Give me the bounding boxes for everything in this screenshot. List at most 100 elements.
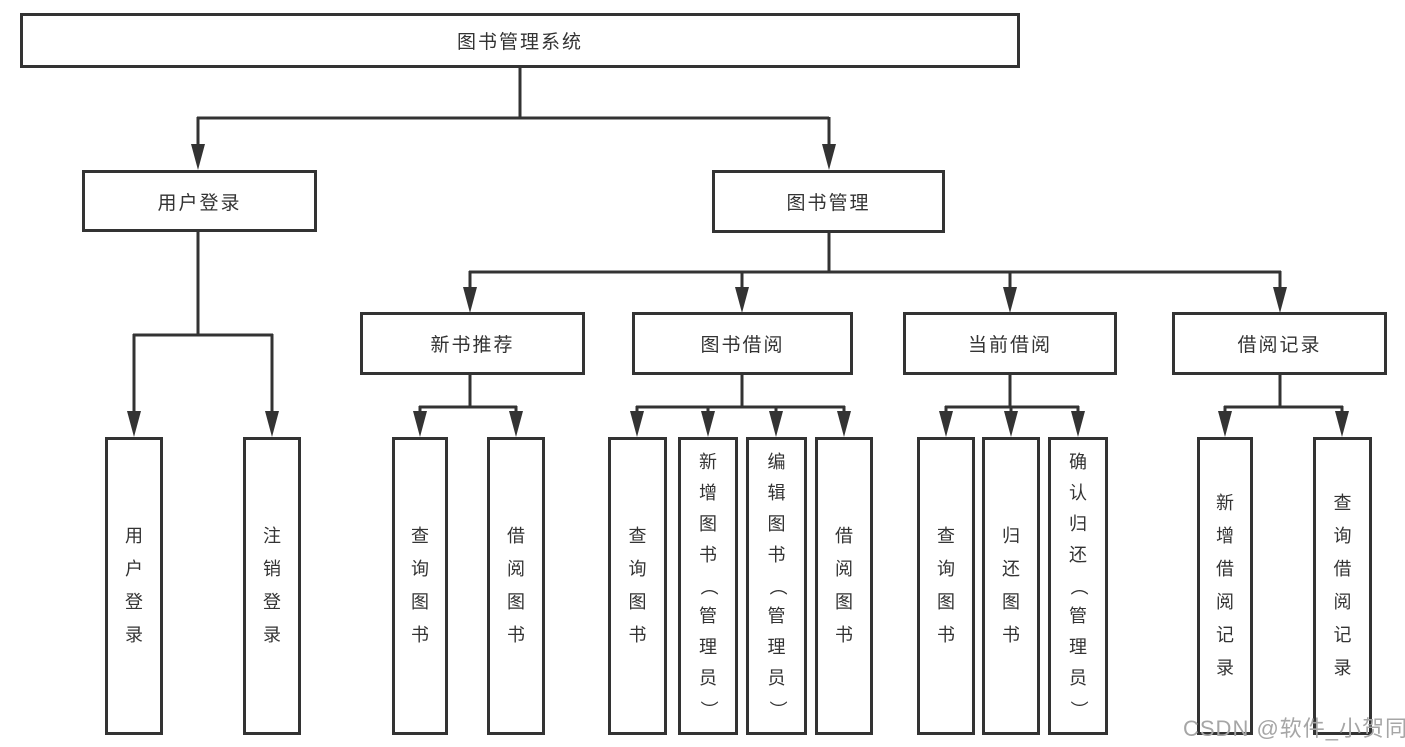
vertical-char: 查 [1333,493,1352,514]
vertical-char: 书 [767,544,786,565]
vertical-char: 书 [507,624,525,645]
vertical-char: 书 [628,624,647,645]
node-current-borrow: 当前借阅 [903,312,1117,375]
vertical-char: 书 [699,544,717,565]
vertical-char: 询 [628,559,647,580]
vertical-char: 记 [1333,624,1352,645]
vertical-char: ） [766,700,787,719]
vertical-char: 注 [263,526,281,547]
vertical-char: 阅 [507,559,525,580]
vertical-char: 新 [699,451,717,472]
leaf-query-books-borrow: 查询图书 [608,437,667,735]
vertical-char: 员 [1069,668,1087,689]
node-label: 新书推荐 [430,335,515,356]
vertical-char: 询 [411,559,429,580]
vertical-char: 图 [699,513,717,534]
vertical-char: 阅 [835,559,853,580]
leaf-query-books-current: 查询图书 [917,437,975,735]
vertical-char: 编 [767,451,786,472]
node-label: 图书借阅 [700,335,785,356]
vertical-char: 书 [937,624,955,645]
vertical-char: 借 [507,526,525,547]
vertical-char: 查 [411,526,429,547]
vertical-char: 书 [1002,624,1020,645]
node-book-management-system: 图书管理系统 [20,13,1020,68]
vertical-char: 书 [411,624,429,645]
vertical-char: 销 [263,559,281,580]
arrowheads [127,144,1349,437]
watermark: CSDN @软件_小贺同学 [1183,716,1405,741]
vertical-char: 图 [1002,592,1020,612]
vertical-char: 员 [699,668,717,689]
vertical-char: 还 [1069,544,1087,565]
vertical-char: 新 [1216,493,1234,514]
vertical-char: 图 [507,592,525,612]
vertical-char: 借 [835,526,853,547]
leaf-return-books: 归还图书 [982,437,1040,735]
node-label: 借阅记录 [1237,335,1322,356]
vertical-char: 认 [1069,482,1087,503]
vertical-char: 管 [1069,606,1087,627]
vertical-char: 图 [767,513,786,534]
node-label: 用户登录 [157,192,242,214]
vertical-char: 查 [937,526,955,547]
vertical-char: （ [1068,576,1089,595]
vertical-char: 理 [1069,637,1087,658]
vertical-char: 记 [1216,624,1234,645]
vertical-char: 书 [835,624,853,645]
vertical-char: 登 [263,592,281,612]
vertical-char: 登 [125,592,143,612]
vertical-char: 图 [411,592,429,612]
leaf-query-borrow-record: 查询借阅记录 [1313,437,1372,735]
leaf-edit-books-admin: 编辑图书 （ 管理员 ） [746,437,807,735]
vertical-char: 归 [1069,513,1087,534]
node-book-borrow: 图书借阅 [632,312,853,375]
vertical-char: 理 [767,637,786,658]
leaf-borrow-books-recommend: 借阅图书 [487,437,545,735]
vertical-char: 员 [767,668,786,689]
vertical-char: 录 [1216,657,1234,678]
vertical-char: 借 [1333,559,1352,580]
leaf-user-login: 用户登录 [105,437,163,735]
vertical-char: 用 [125,526,143,547]
vertical-char: 录 [1333,657,1352,678]
vertical-char: 录 [263,624,281,645]
vertical-char: 借 [1216,559,1234,580]
vertical-char: 询 [937,559,955,580]
leaf-query-books-recommend: 查询图书 [392,437,448,735]
vertical-char: （ [766,576,787,595]
vertical-char: 管 [767,606,786,627]
node-user-login: 用户登录 [82,170,317,232]
vertical-char: 阅 [1216,592,1234,612]
vertical-char: 确 [1069,451,1087,472]
vertical-char: 增 [699,482,717,503]
vertical-char: 图 [628,592,647,612]
vertical-char: （ [698,576,719,595]
node-new-book-recommend: 新书推荐 [360,312,585,375]
node-label: 图书管理系统 [456,32,583,53]
leaf-add-borrow-record: 新增借阅记录 [1197,437,1253,735]
node-label: 当前借阅 [967,335,1052,356]
vertical-char: ） [698,700,719,719]
node-book-management: 图书管理 [712,170,945,233]
vertical-char: 图 [835,592,853,612]
leaf-borrow-books: 借阅图书 [815,437,873,735]
vertical-char: 询 [1333,526,1352,547]
vertical-char: 录 [125,624,143,645]
leaf-add-books-admin: 新增图书 （ 管理员 ） [678,437,738,735]
node-label: 图书管理 [786,193,871,214]
vertical-char: 管 [699,606,717,627]
vertical-char: 户 [125,559,143,580]
leaf-confirm-return-admin: 确认归还 （ 管理员 ） [1048,437,1108,735]
vertical-char: 增 [1216,526,1234,547]
vertical-char: ） [1068,700,1089,719]
vertical-char: 辑 [767,482,786,503]
vertical-char: 还 [1002,559,1020,580]
vertical-char: 归 [1002,526,1020,547]
vertical-char: 阅 [1333,592,1352,612]
vertical-char: 图 [937,592,955,612]
leaf-logout: 注销登录 [243,437,301,735]
vertical-char: 理 [699,637,717,658]
